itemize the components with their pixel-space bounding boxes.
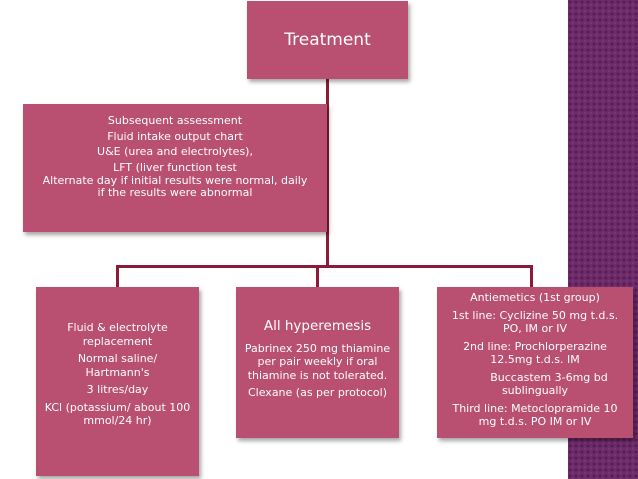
- connector-crossbar: [116, 265, 533, 268]
- fluid-item: 3 litres/day: [86, 383, 149, 396]
- assessment-heading: Subsequent assessment: [107, 114, 243, 127]
- antiemetics-heading: Antiemetics (1st group): [470, 291, 600, 304]
- antiemetics-node: Antiemetics (1st group) 1st line: Cycliz…: [437, 287, 633, 438]
- antiemetics-line: Buccastem 3-6mg bd: [490, 370, 608, 384]
- antiemetics-line: 12.5mg t.d.s. IM: [490, 353, 580, 366]
- all-hyperemesis-node: All hyperemesis Pabrinex 250 mg thiamine…: [236, 287, 399, 438]
- fluid-item: KCl (potassium/ about 100: [44, 400, 191, 414]
- hyperemesis-line: thiamine is not tolerated.: [247, 368, 388, 382]
- fluid-item: Hartmann's: [85, 365, 150, 379]
- antiemetics-line: 2nd line: Prochlorperazine: [463, 339, 607, 353]
- treatment-title: Treatment: [284, 30, 371, 50]
- antiemetics-line: 1st line: Cyclizine 50 mg t.d.s.: [451, 308, 619, 322]
- assessment-line: U&E (urea and electrolytes),: [97, 145, 253, 158]
- treatment-node: Treatment: [247, 1, 408, 79]
- fluid-electrolyte-node: Fluid & electrolyte replacement Normal s…: [36, 287, 199, 476]
- fluid-heading: Fluid & electrolyte: [67, 321, 168, 334]
- assessment-line: LFT (liver function test: [113, 160, 237, 174]
- connector-drop-antiemetics: [530, 265, 533, 287]
- hyperemesis-line: Pabrinex 250 mg thiamine: [244, 341, 391, 355]
- assessment-line: Alternate day if initial results were no…: [42, 174, 308, 187]
- assessment-line: Fluid intake output chart: [107, 129, 243, 143]
- connector-drop-fluid: [116, 265, 119, 287]
- antiemetics-line: Third line: Metoclopramide 10: [452, 401, 618, 415]
- fluid-item: mmol/24 hr): [83, 414, 152, 427]
- antiemetics-line: sublingually: [501, 384, 569, 397]
- hyperemesis-line: per pair weekly if oral: [257, 355, 378, 368]
- fluid-heading: replacement: [82, 334, 153, 348]
- connector-drop-hyperemesis: [316, 265, 319, 287]
- assessment-line: if the results were abnormal: [97, 186, 253, 199]
- connector-trunk: [326, 79, 329, 266]
- antiemetics-line: mg t.d.s. PO IM or IV: [478, 415, 592, 428]
- hyperemesis-line: Clexane (as per protocol): [248, 386, 387, 399]
- antiemetics-line: PO, IM or IV: [502, 322, 568, 335]
- hyperemesis-heading: All hyperemesis: [263, 318, 372, 334]
- fluid-item: Normal saline/: [77, 352, 158, 365]
- subsequent-assessment-node: Subsequent assessment Fluid intake outpu…: [23, 104, 327, 232]
